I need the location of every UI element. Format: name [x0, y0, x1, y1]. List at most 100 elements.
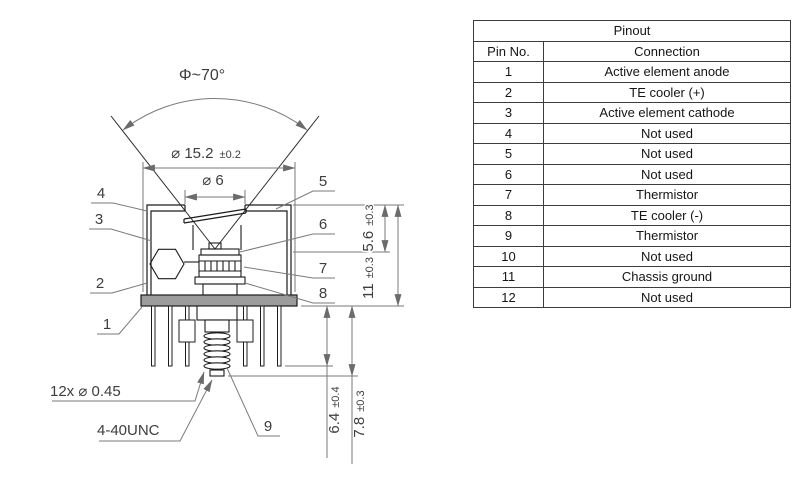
pinout-header-row: Pin No. Connection — [473, 40, 791, 62]
callout-leader-7 — [243, 266, 335, 279]
dim-pin-length-label: 6.4±0.4 — [326, 386, 343, 433]
stud-tip — [209, 369, 225, 377]
cap-outer-wall — [146, 204, 292, 295]
pin-number-cell: 4 — [473, 122, 544, 144]
connection-cell: Not used — [543, 143, 791, 165]
dim-stud-length — [228, 305, 358, 464]
connection-cell: Not used — [543, 286, 791, 308]
pin-diameter-leader — [52, 371, 205, 402]
connection-cell: TE cooler (-) — [543, 204, 791, 226]
callout-leader-2 — [90, 282, 148, 294]
dim-cap-height-label: 11±0.3 — [360, 257, 377, 299]
pin-number-cell: 12 — [473, 286, 544, 308]
pin-number-cell: 10 — [473, 245, 544, 267]
cap-inner-wall — [150, 210, 288, 295]
pin-number-cell: 6 — [473, 163, 544, 185]
dim-cap-diameter-label: ⌀ 15.2±0.2 — [171, 145, 241, 162]
cap-outline — [146, 204, 292, 295]
pins — [151, 305, 282, 367]
stud-neck — [204, 319, 230, 333]
pin — [277, 305, 282, 367]
connection-cell: Not used — [543, 163, 791, 185]
pinout-title-row: Pinout — [473, 20, 791, 42]
pin-diameter-label: 12x ⌀ 0.45 — [50, 383, 121, 400]
pin-number-cell: 2 — [473, 81, 544, 103]
pin-number-cell: 3 — [473, 102, 544, 124]
callout-9: 9 — [264, 418, 272, 435]
connection-cell: Not used — [543, 122, 791, 144]
thread-coils — [203, 332, 231, 370]
connection-cell: Active element cathode — [543, 102, 791, 124]
te-cooler — [198, 254, 242, 278]
pin-sleeve — [236, 319, 254, 343]
stud-boss — [196, 305, 238, 321]
angle-arc — [122, 97, 308, 131]
pedestal-plate — [194, 276, 246, 285]
pinout-header-connection: Connection — [543, 40, 791, 62]
dim-window-depth-label: 5.6±0.3 — [360, 204, 377, 251]
base-plate — [140, 294, 298, 307]
callout-leader-3 — [89, 228, 153, 242]
dim-cap-height — [301, 204, 404, 307]
connection-cell: Chassis ground — [543, 266, 791, 288]
callout-leader-4 — [91, 202, 148, 212]
submount — [200, 248, 240, 256]
pin-number-cell: 9 — [473, 225, 544, 247]
callout-6: 6 — [319, 216, 327, 233]
callout-7: 7 — [319, 260, 327, 277]
pin — [260, 305, 265, 367]
dim-window-depth — [293, 204, 404, 253]
thermistor-hex — [149, 248, 185, 280]
thread-leader — [99, 379, 213, 442]
pin — [168, 305, 173, 367]
dim-window-diameter — [184, 190, 246, 204]
pin — [151, 305, 156, 367]
callout-3: 3 — [95, 211, 103, 228]
beam-divergence — [110, 115, 320, 250]
connection-cell: Active element anode — [543, 61, 791, 83]
pin-number-cell: 11 — [473, 266, 544, 288]
callout-leader-9 — [226, 367, 280, 437]
window-glass — [183, 208, 247, 224]
mounting-stud — [196, 305, 238, 377]
pedestal-base — [202, 283, 238, 296]
connection-cell: Thermistor — [543, 225, 791, 247]
callouts: 1 2 3 4 5 6 7 8 9 — [89, 173, 335, 437]
dim-pin-length — [285, 305, 333, 458]
pin-number-cell: 7 — [473, 184, 544, 206]
connection-cell: Not used — [543, 245, 791, 267]
pinout-header-pin: Pin No. — [473, 40, 544, 62]
callout-5: 5 — [319, 173, 327, 190]
mechanical-drawing: Φ~70° ⌀ 15.2±0.2 ⌀ 6 — [49, 67, 404, 464]
pin-number-cell: 1 — [473, 61, 544, 83]
callout-leader-1 — [97, 306, 143, 335]
beam-line-left — [110, 115, 216, 250]
dim-window-diameter-label: ⌀ 6 — [202, 172, 224, 189]
connection-cell: Thermistor — [543, 184, 791, 206]
pin-sleeve — [178, 319, 196, 343]
callout-leader-6 — [239, 233, 335, 253]
callout-1: 1 — [103, 316, 111, 333]
dim-stud-length-label: 7.8±0.3 — [351, 390, 368, 437]
internal-components — [149, 225, 246, 296]
beam-angle-label: Φ~70° — [179, 67, 225, 84]
callout-2: 2 — [96, 275, 104, 292]
callout-8: 8 — [319, 285, 327, 302]
callout-4: 4 — [97, 185, 105, 202]
callout-leader-5 — [275, 190, 335, 210]
pin-number-cell: 8 — [473, 204, 544, 226]
